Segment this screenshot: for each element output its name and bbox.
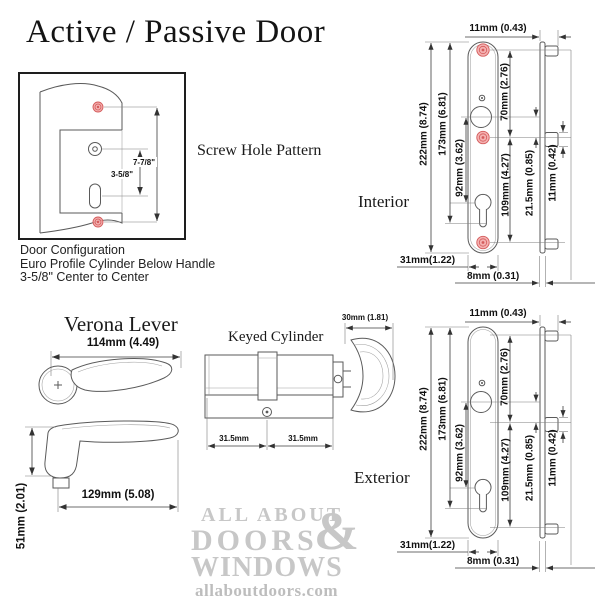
dim-screw-span: 173mm (6.81)	[438, 92, 449, 155]
dim-plate-width: 31mm(1.22)	[400, 540, 455, 551]
lever-top-view	[38, 358, 173, 405]
dim-overall-height: 222mm (8.74)	[419, 387, 430, 450]
cylinder-diagram: 30mm (1.81) 31.5mm 31.5mm	[204, 313, 396, 450]
dim-plate-thickness: 8mm (0.31)	[467, 556, 519, 567]
screw-hole-marker	[92, 101, 104, 113]
watermark-logo: & ALL ABOUT DOORS WINDOWS allaboutdoors.…	[191, 501, 361, 600]
dim-thumbturn-width: 30mm (1.81)	[342, 313, 389, 322]
dimension-lines	[50, 351, 182, 376]
plate-front-view	[467, 326, 499, 539]
plate-side-view	[539, 326, 559, 539]
dim-hub-offset: 21.5mm (0.85)	[525, 150, 536, 216]
interior-diagram: 11mm (0.43) 222mm (8.74) 173mm (6.81) 92…	[397, 23, 595, 287]
door-configuration-text: Door Configuration Euro Profile Cylinder…	[20, 243, 216, 285]
watermark-line-2: DOORS	[191, 524, 318, 557]
dimension-lines	[25, 426, 179, 512]
dim-plate-thickness: 8mm (0.31)	[467, 271, 519, 282]
dim-label-long: 7-7/8"	[133, 158, 155, 167]
dim-lower-span: 109mm (4.27)	[501, 438, 512, 501]
plate-front-view	[467, 41, 499, 254]
dim-cylinder-left: 31.5mm	[219, 434, 249, 443]
interior-label: Interior	[358, 192, 409, 211]
plate-side-view	[539, 41, 559, 254]
cylinder-body	[204, 351, 334, 419]
config-line-1: Door Configuration	[20, 243, 125, 257]
dim-lever-top-width: 114mm (4.49)	[87, 337, 159, 349]
lever-side-view	[44, 420, 179, 489]
dim-lower-span: 109mm (4.27)	[501, 153, 512, 216]
watermark-url: allaboutdoors.com	[195, 581, 339, 600]
dim-top-offset: 11mm (0.43)	[469, 23, 526, 34]
dim-overall-height: 222mm (8.74)	[419, 102, 430, 165]
dim-label-short: 3-5/8"	[111, 170, 133, 179]
lever-title: Verona Lever	[64, 312, 178, 336]
dim-screw-span: 173mm (6.81)	[438, 377, 449, 440]
dim-tab-height: 11mm (0.42)	[548, 429, 559, 486]
watermark-ampersand: &	[314, 501, 359, 561]
watermark-line-3: WINDOWS	[191, 552, 343, 583]
dimension-lines	[397, 315, 595, 572]
dim-handle-to-cylinder: 92mm (3.62)	[455, 139, 466, 197]
pattern-box-border	[18, 72, 186, 240]
watermark-line-1: ALL ABOUT	[201, 504, 344, 526]
config-line-2: Euro Profile Cylinder Below Handle	[20, 256, 216, 271]
exterior-label: Exterior	[354, 468, 410, 487]
dimension-lines	[206, 323, 394, 450]
cylinder-caption: Keyed Cylinder	[228, 329, 324, 345]
dim-plate-width: 31mm(1.22)	[400, 255, 455, 266]
screw-hole-marker	[476, 235, 490, 250]
dimension-lines	[397, 30, 595, 287]
exterior-diagram: 11mm (0.43) 222mm (8.74) 173mm (6.81) 92…	[397, 308, 595, 572]
dim-handle-to-cylinder: 92mm (3.62)	[455, 424, 466, 482]
dim-upper-span: 70mm (2.76)	[500, 63, 511, 121]
dim-tab-height: 11mm (0.42)	[548, 144, 559, 201]
dim-top-offset: 11mm (0.43)	[469, 308, 526, 319]
dimension-lines	[102, 106, 160, 223]
door-edge-drawing	[39, 83, 123, 234]
page-title: Active / Passive Door	[26, 14, 326, 50]
dim-lever-length: 129mm (5.08)	[82, 489, 155, 501]
dim-cylinder-right: 31.5mm	[288, 434, 318, 443]
dim-hub-offset: 21.5mm (0.85)	[525, 435, 536, 501]
screw-hole-pattern-diagram: 7-7/8" 3-5/8"	[18, 72, 186, 240]
lever-diagram: 114mm (4.49) 129mm (5.08)	[16, 337, 182, 550]
screw-pattern-caption: Screw Hole Pattern	[197, 142, 322, 159]
config-line-3: 3-5/8" Center to Center	[20, 270, 149, 284]
dim-lever-height: 51mm (2.01)	[16, 483, 28, 550]
thumbturn	[332, 337, 396, 413]
screw-hole-marker	[476, 43, 490, 57]
dim-upper-span: 70mm (2.76)	[500, 348, 511, 406]
screw-hole-marker	[92, 216, 104, 228]
screw-hole-marker	[476, 130, 490, 145]
